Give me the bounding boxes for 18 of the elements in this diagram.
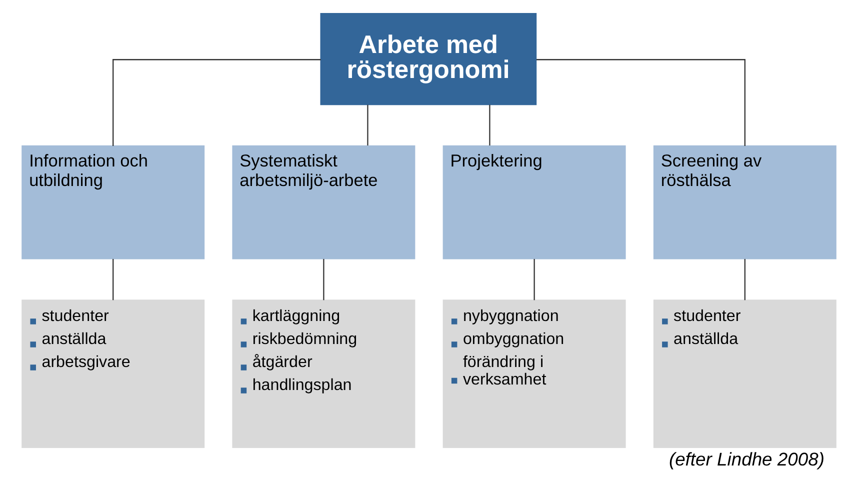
connector	[744, 258, 745, 300]
node-box: studenter anställda arbetsgivare	[21, 299, 204, 448]
connector	[488, 104, 490, 145]
node-box: Projektering	[442, 144, 626, 259]
node-box: Screening av rösthälsa	[652, 144, 836, 259]
connector	[536, 58, 745, 146]
node-box: nybyggnation ombyggnation förändring i verksamhet	[442, 299, 626, 448]
connector	[366, 104, 368, 145]
connector	[112, 58, 320, 146]
node-box: Information och utbildning	[21, 144, 204, 259]
node-box: Systematiskt arbetsmiljö-arbete	[232, 144, 415, 259]
node-box: studenter anställda	[652, 299, 836, 448]
node-box: Arbete med röstergonomi	[320, 12, 536, 105]
caption: (efter Lindhe 2008)	[668, 448, 824, 470]
node-box: kartläggning riskbedömning åtgärder handlingsplan	[232, 299, 415, 448]
connector	[533, 258, 534, 300]
connector	[112, 258, 114, 300]
connector	[322, 258, 324, 300]
